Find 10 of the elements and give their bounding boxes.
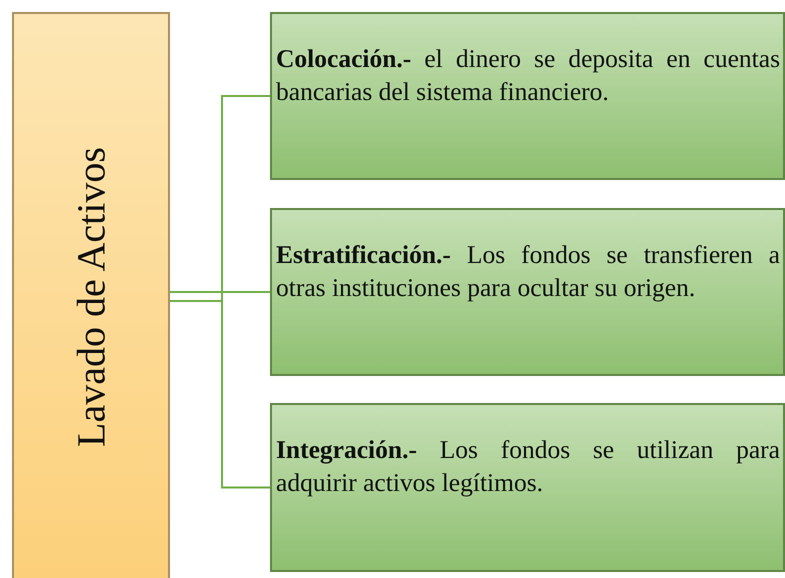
step-text: Colocación.- el dinero se deposita en cuentas bancarias del sistema financiero. [276, 43, 780, 108]
step-box [270, 12, 785, 180]
step-text: Integración.- Los fondos se utilizan para adquirir activos legítimos. [276, 434, 780, 500]
title-box [12, 12, 170, 578]
connector-line [170, 300, 270, 488]
vertical-title: Lavado de Activos [68, 147, 114, 447]
step-text: Estratificación.- Los fondos se transfieren a otras instituciones para ocultar su origen. [276, 239, 780, 304]
connector-line [170, 291, 270, 293]
step-box [270, 208, 785, 376]
step-box [270, 403, 785, 572]
